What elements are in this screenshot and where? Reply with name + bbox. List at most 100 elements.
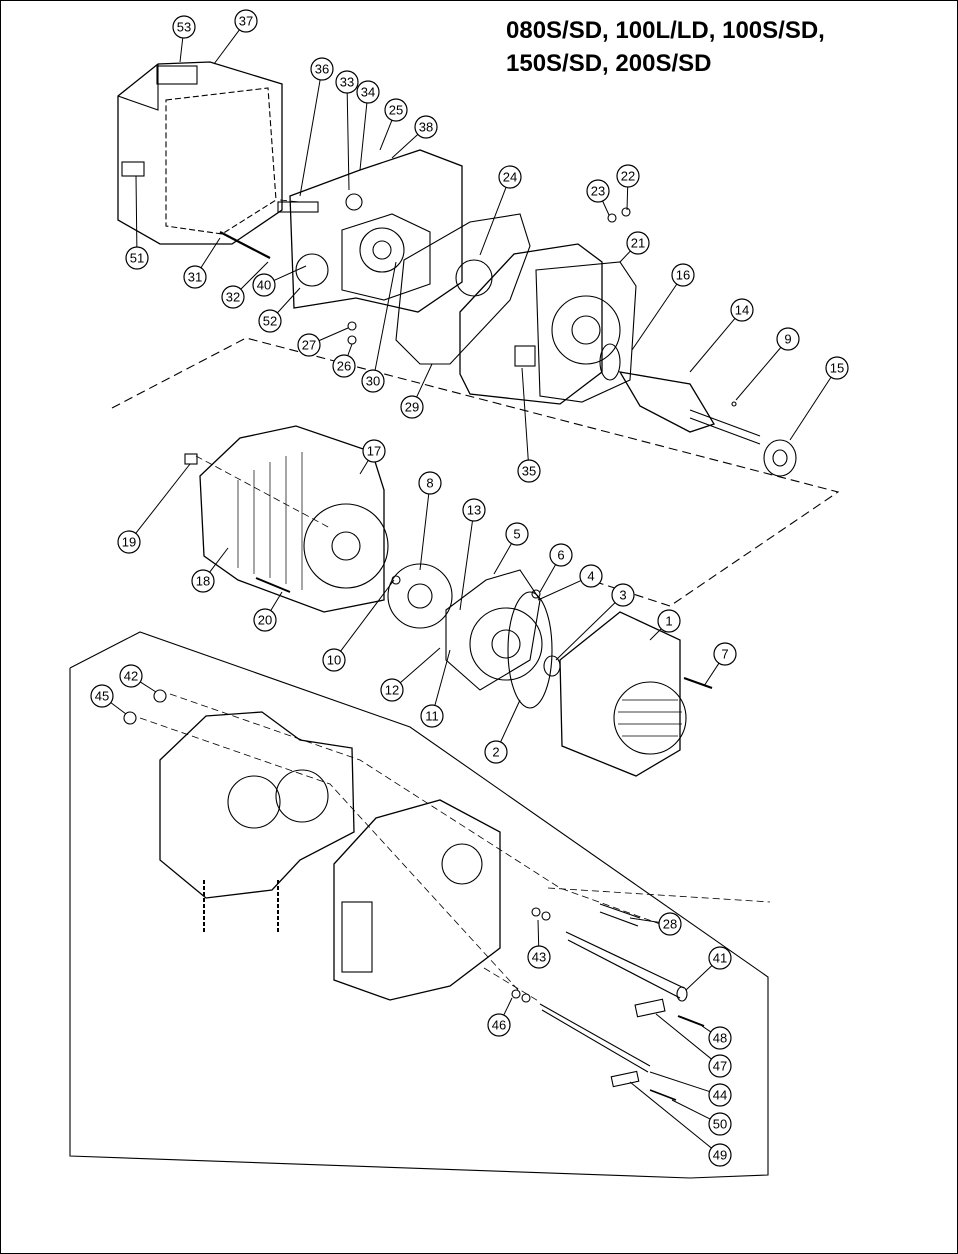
- callout-15: 15: [789, 356, 849, 441]
- callout-balloon: [657, 609, 681, 633]
- callout-number: 42: [124, 669, 138, 684]
- assembly-centerlines: [139, 199, 771, 1003]
- callout-46: 46: [487, 997, 513, 1037]
- callout-number: 12: [385, 683, 399, 698]
- callout-balloon: [708, 946, 732, 970]
- leader-line: [671, 1099, 711, 1120]
- callout-number: 53: [177, 20, 191, 35]
- gasket-part: [395, 213, 531, 365]
- callout-balloon: [418, 471, 442, 495]
- callout-number: 5: [513, 527, 520, 542]
- callout-balloon: [776, 327, 800, 351]
- callout-number: 16: [676, 268, 690, 283]
- callout-number: 6: [557, 548, 564, 563]
- callout-17: 17: [359, 439, 386, 475]
- leader-line: [500, 699, 521, 743]
- callout-balloon: [117, 530, 141, 554]
- callout-balloon: [730, 298, 754, 322]
- callout-balloon: [708, 1112, 732, 1136]
- callout-number: 22: [621, 169, 635, 184]
- leader-line: [359, 102, 368, 171]
- callout-21: 21: [619, 231, 650, 263]
- callout-number: 4: [587, 569, 594, 584]
- callout-number: 9: [784, 332, 791, 347]
- callout-8: 8: [418, 471, 442, 571]
- callout-balloon: [335, 70, 359, 94]
- lower-subassembly-boundary: [69, 631, 769, 1179]
- leader-line: [209, 547, 229, 573]
- callout-23: 23: [586, 179, 610, 216]
- leader-line: [419, 493, 430, 571]
- leader-line: [359, 460, 369, 475]
- callout-number: 3: [619, 588, 626, 603]
- callout-13: 13: [459, 498, 486, 611]
- leader-line: [200, 237, 221, 269]
- callout-26: 26: [332, 343, 356, 378]
- callout-32: 32: [221, 261, 269, 309]
- callout-number: 18: [196, 574, 210, 589]
- leader-line: [735, 347, 782, 401]
- callout-number: 41: [713, 951, 727, 966]
- callout-31: 31: [183, 237, 221, 289]
- callout-25: 25: [379, 98, 408, 151]
- callout-number: 14: [735, 303, 749, 318]
- callout-balloon: [586, 179, 610, 203]
- leader-line: [273, 265, 307, 281]
- callout-20: 20: [253, 591, 283, 632]
- callout-balloon: [517, 459, 541, 483]
- callout-balloon: [708, 1026, 732, 1050]
- leader-line: [703, 662, 720, 687]
- callout-44: 44: [649, 1071, 732, 1107]
- callout-4: 4: [537, 564, 603, 601]
- fastener-parts: [219, 207, 737, 599]
- callout-number: 31: [188, 270, 202, 285]
- callout-38: 38: [391, 115, 438, 159]
- callout-number: 38: [419, 120, 433, 135]
- callout-balloon: [420, 704, 444, 728]
- callout-balloon: [234, 9, 258, 33]
- callout-number: 28: [663, 917, 677, 932]
- callout-number: 43: [532, 950, 546, 965]
- callout-29: 29: [400, 363, 433, 419]
- callout-balloon: [708, 1083, 732, 1107]
- callout-balloon: [579, 564, 603, 588]
- leader-line: [135, 175, 138, 248]
- callout-balloon: [332, 354, 356, 378]
- callout-balloon: [252, 273, 276, 297]
- callout-number: 11: [425, 709, 439, 724]
- callout-40: 40: [252, 265, 307, 297]
- callout-number: 27: [302, 338, 316, 353]
- callout-35: 35: [517, 367, 541, 483]
- callout-number: 34: [361, 85, 375, 100]
- callout-balloon: [362, 439, 386, 463]
- callout-number: 25: [389, 103, 403, 118]
- leader-line: [626, 186, 629, 211]
- callout-number: 45: [95, 689, 109, 704]
- leader-line: [213, 29, 240, 65]
- callout-balloon: [616, 164, 640, 188]
- callout-number: 10: [327, 653, 341, 668]
- leader-line: [399, 647, 441, 684]
- callout-balloon: [90, 684, 114, 708]
- callout-2: 2: [484, 699, 521, 764]
- callout-balloon: [484, 740, 508, 764]
- callout-number: 17: [367, 444, 381, 459]
- callout-number: 29: [405, 400, 419, 415]
- callout-number: 52: [263, 314, 277, 329]
- gear-housing-right-part: [333, 799, 501, 1001]
- leader-line: [347, 343, 353, 356]
- callout-number: 7: [721, 647, 728, 662]
- callout-balloon: [221, 285, 245, 309]
- callout-6: 6: [539, 543, 573, 593]
- callout-balloon: [462, 498, 486, 522]
- callout-number: 19: [122, 535, 136, 550]
- leader-line: [539, 564, 557, 593]
- callout-balloon: [414, 115, 438, 139]
- leader-line: [537, 919, 540, 947]
- fan-cover-part: [559, 611, 713, 777]
- brake-assembly-part: [387, 563, 543, 691]
- callout-42: 42: [119, 664, 157, 693]
- callout-34: 34: [356, 80, 380, 171]
- leader-line: [629, 1081, 712, 1149]
